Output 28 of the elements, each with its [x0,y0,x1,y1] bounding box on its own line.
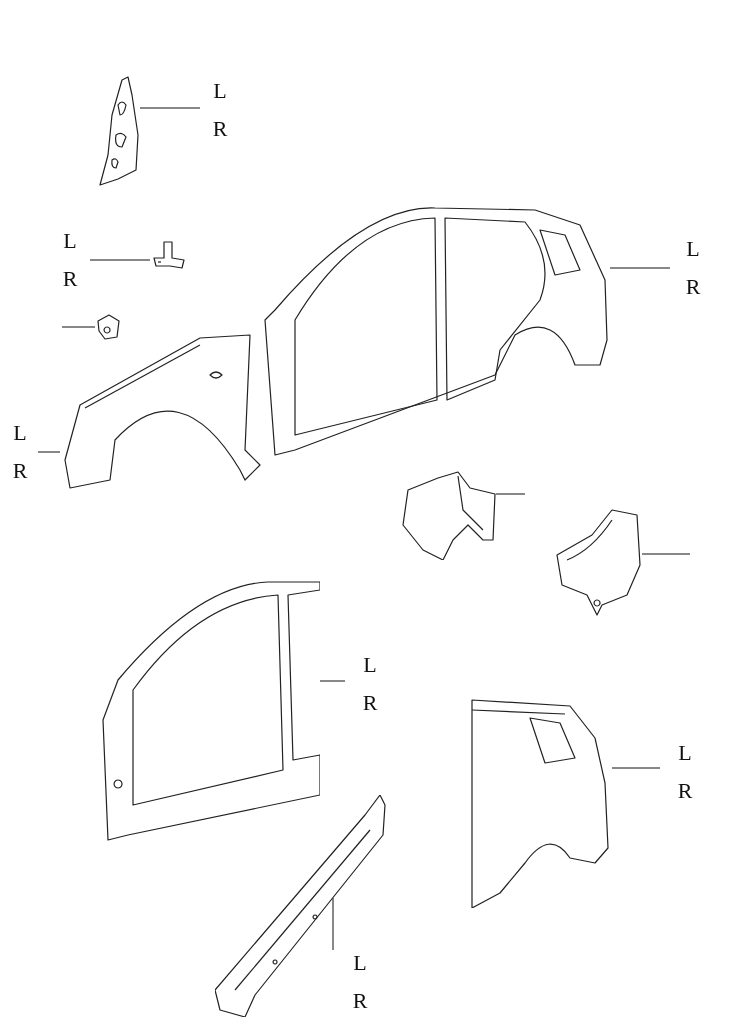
pillar-panel-drawing [98,75,140,187]
side-label: R [212,116,228,142]
side-label: L [363,652,377,678]
side-label: L [13,420,27,446]
side-label: L [678,740,692,766]
leader-line [495,493,526,495]
side-label: R [685,274,701,300]
leader-line [641,553,691,555]
bracket-drawing [150,238,188,270]
side-label: R [12,458,28,484]
leader-line [609,267,671,269]
leader-line [611,767,661,769]
side-label: R [62,266,78,292]
side-label: L [686,236,700,262]
rear-quarter-panel-drawing [470,698,612,908]
side-label: L [353,950,367,976]
leader-line [61,326,96,328]
side-label: L [213,78,227,104]
leader-line [89,259,151,261]
side-label: R [352,988,368,1014]
leader-line [319,680,346,682]
leader-line [332,897,334,951]
side-label: R [362,690,378,716]
bracket-drawing [95,313,121,341]
leader-line [37,451,61,453]
side-label: R [677,778,693,804]
side-label: L [63,228,77,254]
leader-line [139,107,201,109]
